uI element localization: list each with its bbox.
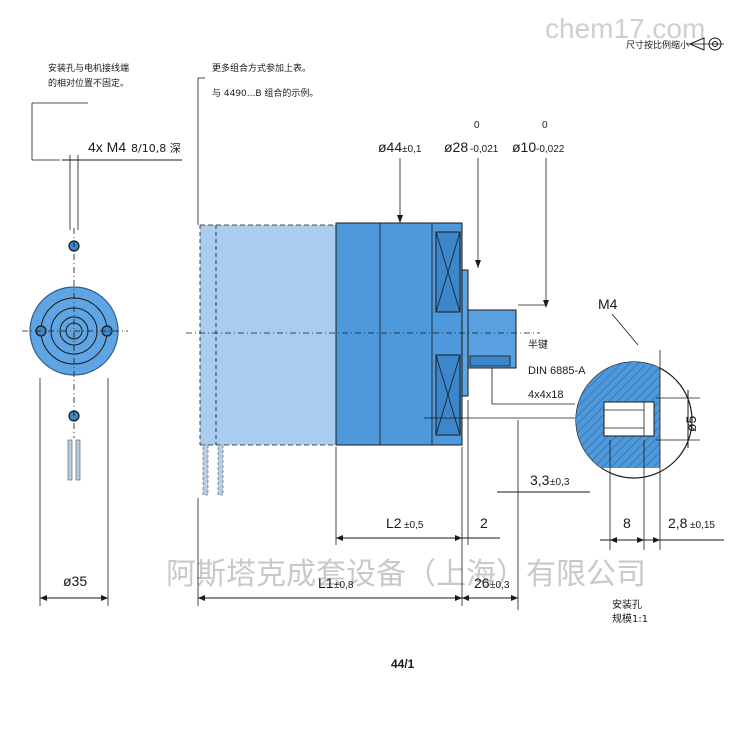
L2-label: L2 [386, 515, 402, 531]
combo-note-2: 与 4490...B 组合的示例。 [212, 87, 318, 99]
front-view [22, 228, 128, 481]
d28-tol-lower: -0,021 [470, 144, 499, 155]
detail-dim-28-tol: ±0,15 [690, 520, 715, 531]
mount-hole-note-2: 的相对位置不固定。 [48, 77, 129, 89]
d28-label: ø28 [444, 139, 468, 155]
L2-tol: ±0,5 [404, 520, 424, 531]
thread-depth: 8/10,8 深 [131, 142, 181, 155]
detail-d5: ø5 [683, 415, 699, 432]
d28-tol-upper: 0 [474, 120, 480, 131]
detail-scale: 规模1:1 [612, 612, 648, 625]
front-diameter: ø35 [63, 573, 87, 589]
scale-note: 尺寸按比例缩小 [626, 39, 689, 51]
gearbox-body [335, 222, 517, 446]
watermark-company: 阿斯塔克成套设备（上海）有限公司 [166, 557, 646, 592]
dim-26-tol: ±0,3 [490, 580, 510, 591]
dim-33-tol: ±0,3 [550, 477, 570, 488]
thread-label: 4x M4 [88, 139, 126, 155]
watermark-top: chem17.com [545, 13, 705, 44]
d10-tol-lower: -0,022 [536, 144, 565, 155]
dim-33: 3,3 [530, 472, 550, 488]
key-size: 4x4x18 [528, 389, 563, 401]
d44-label: ø44 [378, 139, 402, 155]
projection-symbol-icon [686, 37, 724, 51]
motor-body [199, 224, 336, 496]
d10-tol-upper: 0 [542, 120, 548, 131]
L1-tol: ±0,8 [334, 580, 354, 591]
detail-dim-28: 2,8 [668, 515, 688, 531]
dim-26: 26 [474, 575, 490, 591]
L1-label: L1 [318, 575, 334, 591]
detail-dim-8: 8 [623, 515, 631, 531]
d44-tol: ±0,1 [402, 144, 422, 155]
detail-thread: M4 [598, 296, 618, 312]
combo-note-1: 更多组合方式参加上表。 [212, 62, 311, 74]
key-std: DIN 6885-A [528, 365, 586, 377]
detail-caption: 安装孔 [612, 598, 642, 611]
mount-hole-note-1: 安装孔与电机接线端 [48, 62, 129, 74]
d10-label: ø10 [512, 139, 536, 155]
page-number: 44/1 [391, 657, 415, 671]
dim-2: 2 [480, 515, 488, 531]
detail-view [575, 350, 693, 480]
key-label: 半键 [528, 338, 548, 351]
